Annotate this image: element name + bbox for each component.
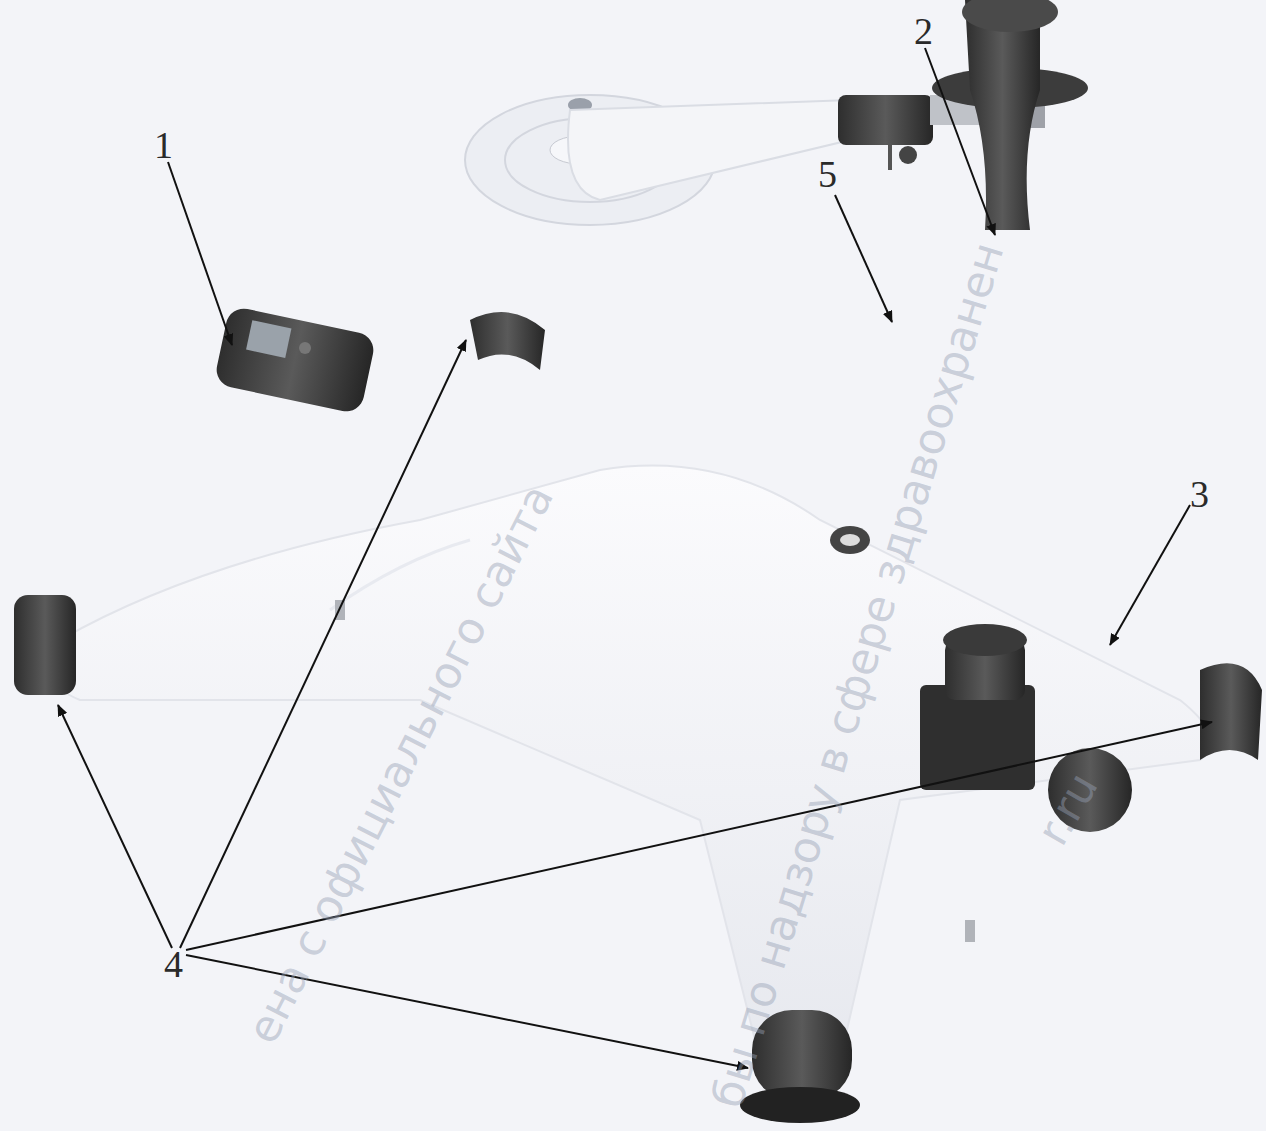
callout-number: 1: [154, 126, 173, 164]
adjustment-knob: [920, 624, 1132, 832]
end-caps: [14, 312, 1262, 1123]
base-frame: [49, 466, 1212, 1085]
handle: [932, 0, 1088, 230]
leader-lines: [58, 48, 1212, 1068]
sensor-module: [213, 305, 376, 414]
callout-number: 5: [818, 155, 837, 193]
callout-number: 4: [164, 945, 183, 983]
swing-arm: [568, 100, 860, 200]
callout-number: 3: [1190, 475, 1209, 513]
callout-number: 2: [914, 12, 933, 50]
